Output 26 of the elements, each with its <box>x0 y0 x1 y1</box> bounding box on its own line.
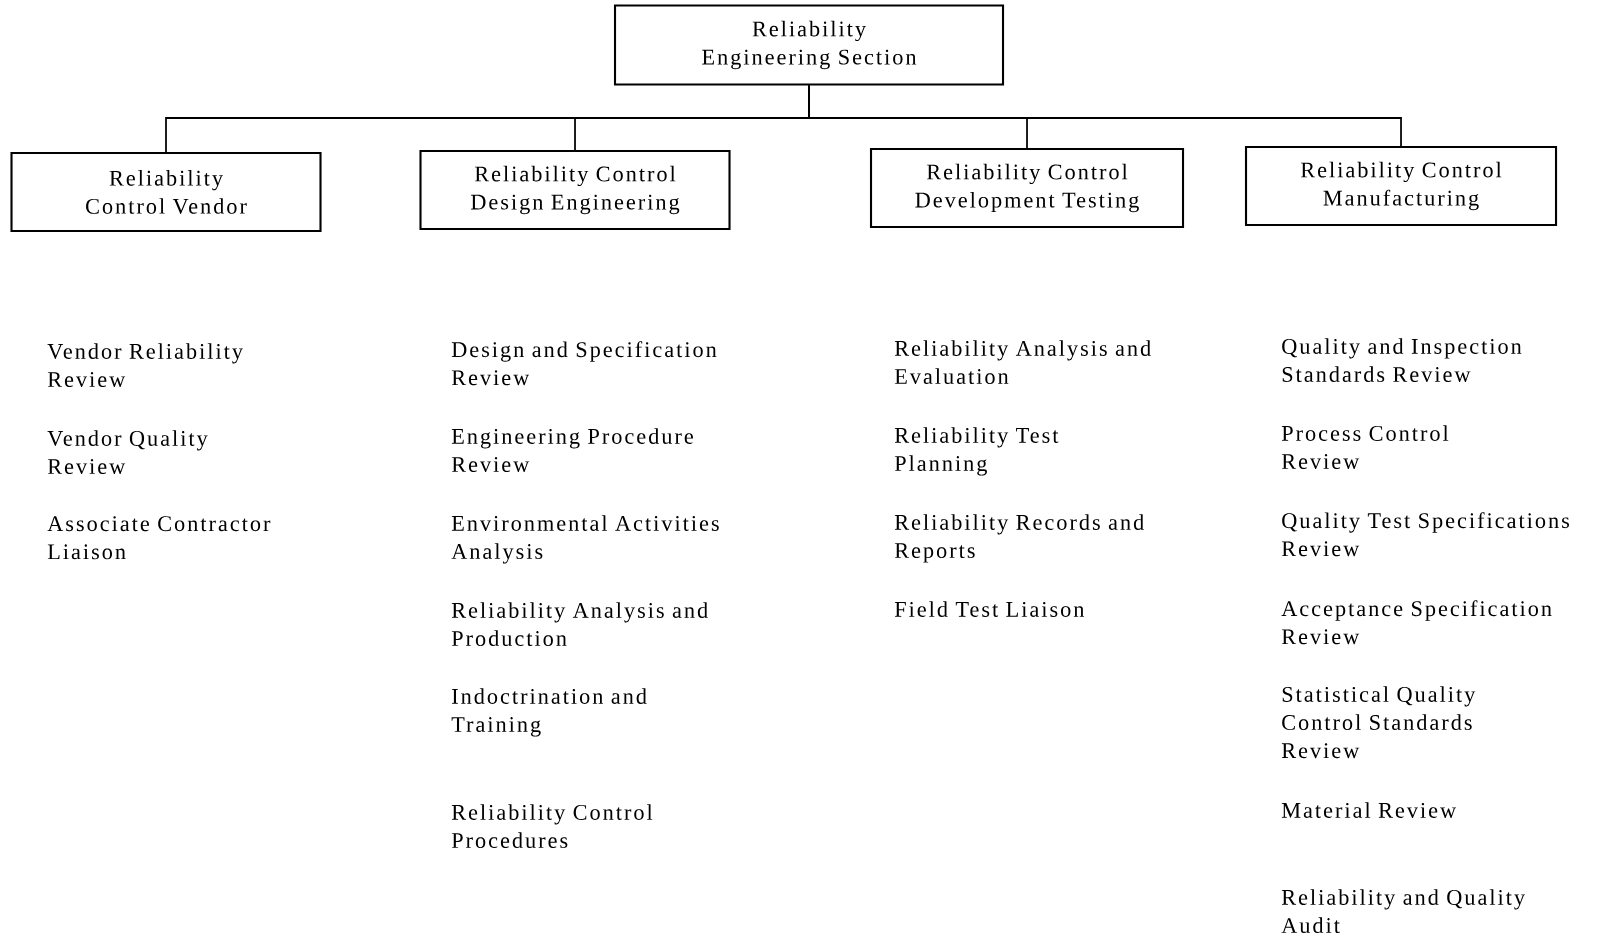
duty-text: Quality Test Specifications Review <box>1281 512 1569 557</box>
org-box: Reliability Control Manufacturing <box>1244 145 1558 227</box>
duty-text: Acceptance Specification Review <box>1281 600 1552 645</box>
duty-text: Field Test Liaison <box>894 601 1085 617</box>
duty-text: Statistical Quality Control Standards Review <box>1281 686 1476 759</box>
duty-text: Environmental Activities Analysis <box>451 515 719 564</box>
duty-text: Indoctrination and Training <box>451 688 647 737</box>
connector-line <box>808 84 1402 147</box>
duty-text: Reliability and Quality Audit <box>1281 889 1525 934</box>
duty-text: Vendor Reliability Review <box>47 343 243 387</box>
duty-text: Design and Specification Review <box>451 341 717 386</box>
org-box: Reliability Control Vendor <box>10 151 322 233</box>
duty-text: Reliability Analysis and Production <box>451 602 708 646</box>
duty-text: Reliability Control Procedures <box>451 804 653 849</box>
org-box: Reliability Engineering Section <box>613 4 1005 86</box>
duty-text: Vendor Quality Review <box>47 430 208 474</box>
duty-text: Reliability Records and Reports <box>894 514 1144 563</box>
duty-text: Material Review <box>1281 802 1456 818</box>
duty-text: Reliability Analysis and Evaluation <box>894 340 1151 384</box>
duty-text: Quality and Inspection Standards Review <box>1282 338 1522 382</box>
duty-text: Process Control Review <box>1281 425 1449 469</box>
org-box: Reliability Control Design Engineering <box>419 149 731 231</box>
org-box: Reliability Control Development Testing <box>869 147 1185 229</box>
duty-text: Reliability Test Planning <box>894 427 1059 476</box>
duty-text: Associate Contractor Liaison <box>47 516 271 560</box>
duty-text: Engineering Procedure Review <box>451 428 693 472</box>
